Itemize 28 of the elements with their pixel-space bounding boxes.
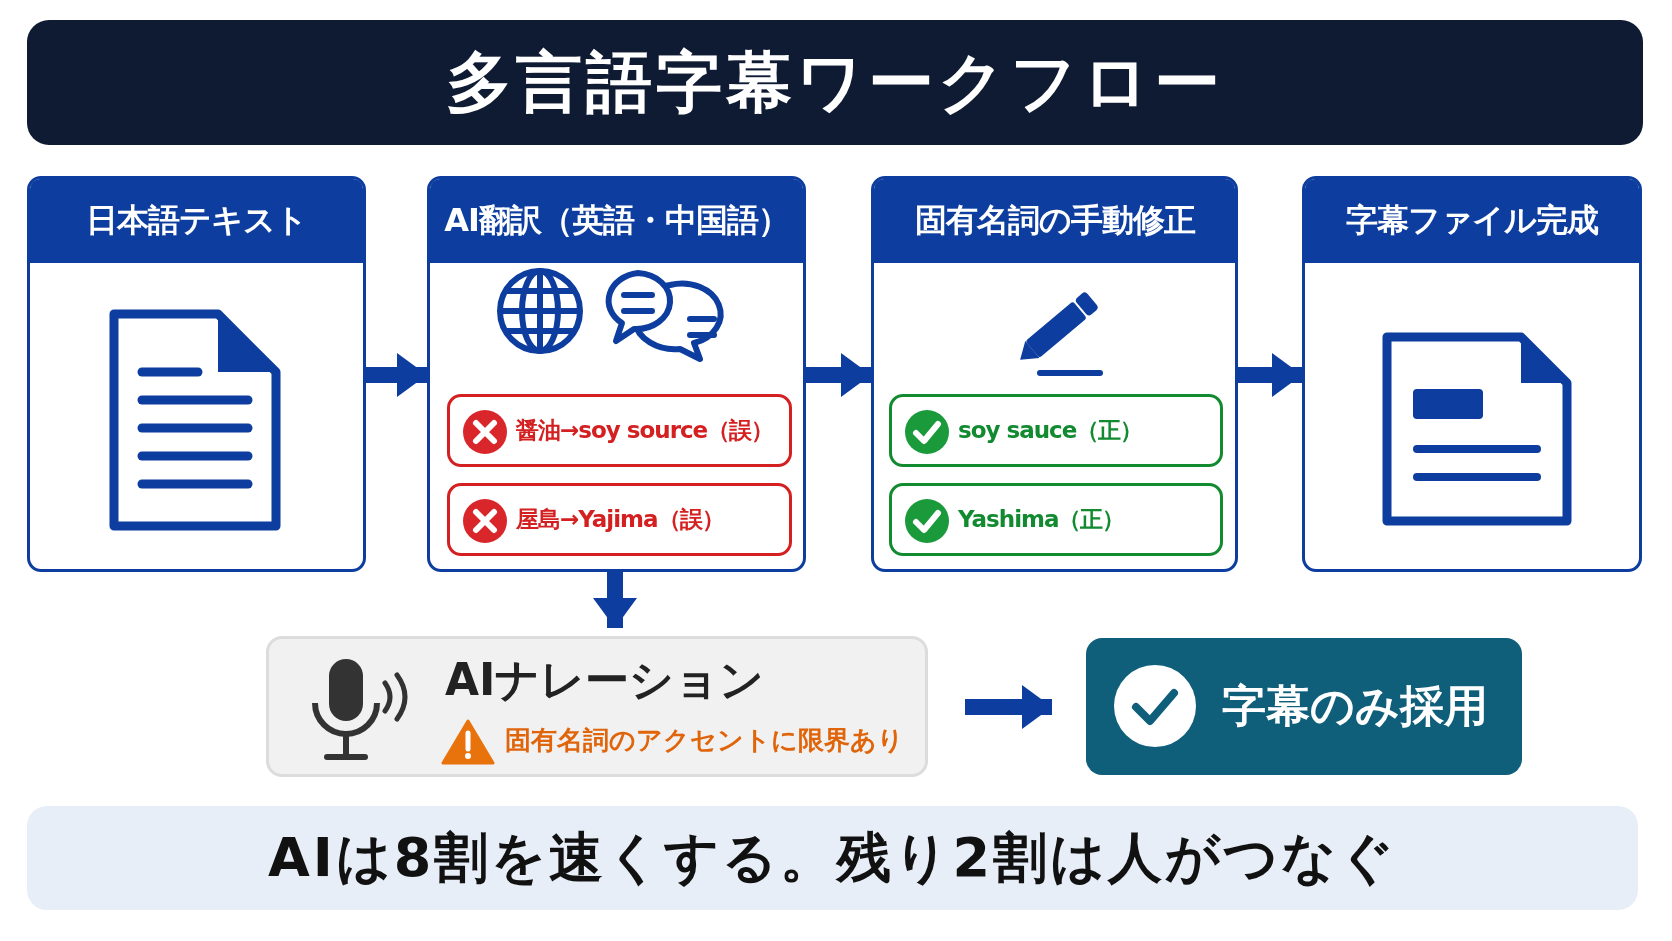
item-text: 醤油→soy source（誤） (516, 416, 774, 445)
error-item (447, 394, 792, 467)
result-text: 字幕のみ採用 (1222, 679, 1488, 733)
card-header: AI翻訳（英語・中国語） (430, 179, 803, 263)
arrow (806, 353, 871, 397)
arrow (366, 353, 427, 397)
narration-title: AIナレーション (445, 653, 765, 707)
summary-band: AIは8割を速くする。残り2割は人がつなぐ (27, 806, 1638, 910)
correct-item (889, 483, 1223, 556)
warning-text: 固有名詞のアクセントに限界あり (505, 724, 904, 757)
card-header: 日本語テキスト (30, 179, 363, 263)
correct-item (889, 394, 1223, 467)
step-card (1302, 176, 1642, 572)
error-item (447, 483, 792, 556)
arrow (1238, 353, 1302, 397)
arrow (593, 572, 637, 628)
card-header: 固有名詞の手動修正 (874, 179, 1235, 263)
arrow (965, 685, 1052, 729)
item-text: Yashima（正） (958, 505, 1125, 534)
narration-box (266, 636, 928, 777)
step-card (427, 176, 806, 572)
item-text: 屋島→Yajima（誤） (516, 505, 724, 534)
step-card (27, 176, 366, 572)
title-bar: 多言語字幕ワークフロー (27, 20, 1643, 145)
step-card (871, 176, 1238, 572)
result-box (1086, 638, 1522, 775)
card-header: 字幕ファイル完成 (1305, 179, 1639, 263)
item-text: soy sauce（正） (958, 416, 1143, 445)
